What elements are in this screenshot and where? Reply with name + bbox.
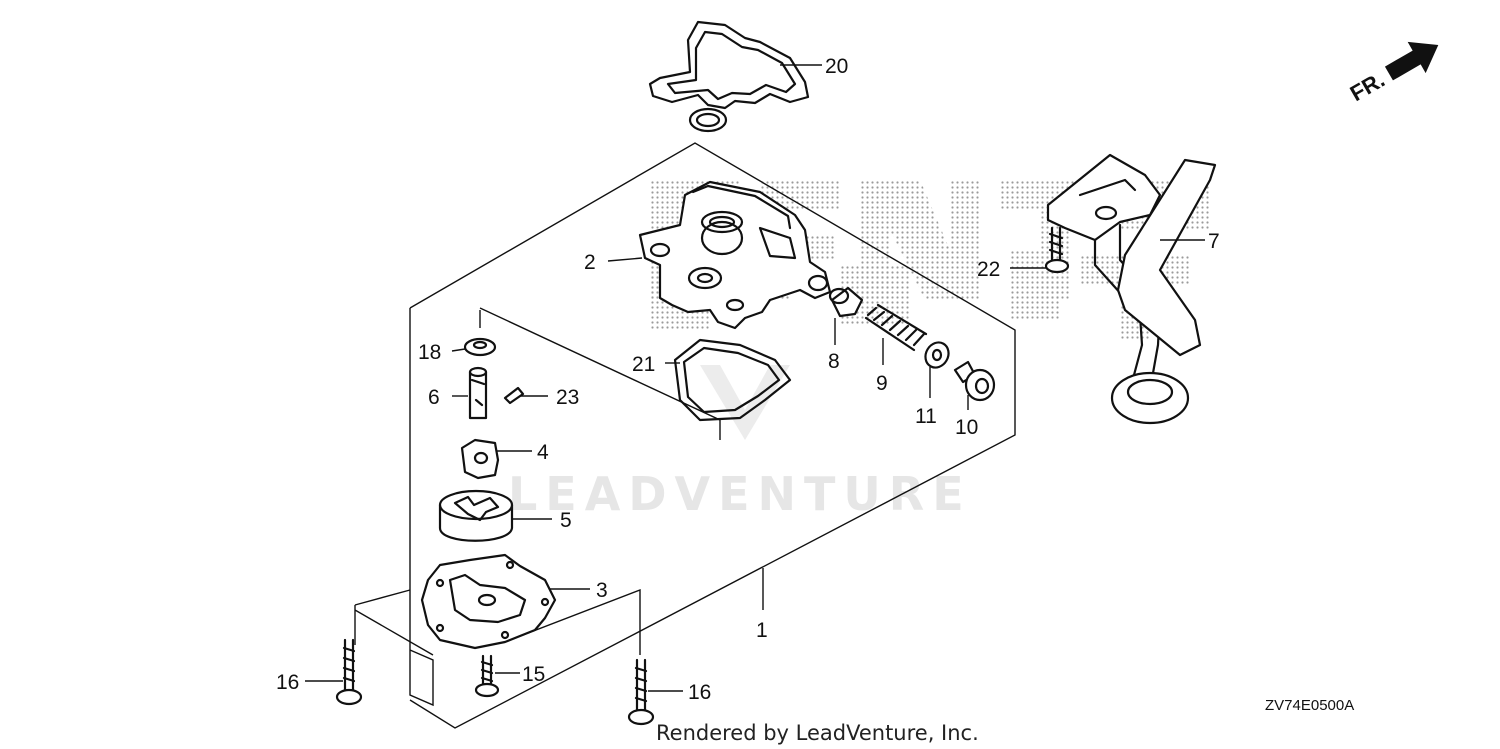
callout-16-right: 16 [688, 681, 711, 704]
spring-9 [864, 303, 928, 352]
washer-18 [463, 337, 497, 357]
pin-23 [503, 386, 525, 405]
callout-5: 5 [560, 509, 572, 532]
callout-10: 10 [955, 416, 978, 439]
front-label: FR. [1346, 67, 1389, 106]
oil-strainer-7 [1046, 153, 1217, 425]
pump-shaft-6 [468, 366, 488, 420]
callout-20: 20 [825, 55, 848, 78]
arrow-right-icon [1384, 41, 1439, 81]
inner-rotor-4 [460, 438, 500, 480]
relief-piston-8 [828, 286, 864, 318]
leader-lines [305, 64, 1205, 692]
bolt-22 [1044, 226, 1070, 274]
callout-4: 4 [537, 441, 549, 464]
pump-body-2 [638, 180, 832, 330]
logo-watermark: LEADVENTURE [508, 365, 972, 521]
gasket-top-20 [648, 20, 810, 133]
callout-22: 22 [977, 258, 1000, 281]
bolt-15 [474, 654, 500, 698]
callouts: 20 2 8 9 11 10 7 22 21 18 6 23 4 5 3 1 1… [276, 55, 1220, 704]
callout-6: 6 [428, 386, 440, 409]
callout-1: 1 [756, 619, 768, 642]
callout-21: 21 [632, 353, 655, 376]
washer-11 [924, 341, 950, 369]
watermark-text: LEADVENTURE [508, 467, 972, 521]
gasket-21 [673, 338, 792, 422]
callout-15: 15 [522, 663, 545, 686]
front-direction-indicator: FR. [1346, 41, 1439, 106]
outer-rotor-5 [438, 489, 514, 542]
callout-18: 18 [418, 341, 441, 364]
plug-bolt-10 [953, 360, 996, 402]
bolt-16-right [627, 658, 655, 726]
callout-11: 11 [915, 405, 937, 428]
render-credit: Rendered by LeadVenture, Inc. [656, 721, 979, 745]
callout-23: 23 [556, 386, 579, 409]
bolt-16-left [335, 638, 363, 706]
pump-cover-3 [420, 553, 557, 650]
callout-16-left: 16 [276, 671, 299, 694]
diagram-code: ZV74E0500A [1265, 697, 1354, 714]
callout-7: 7 [1208, 230, 1220, 253]
callout-8: 8 [828, 350, 840, 373]
callout-3: 3 [596, 579, 608, 602]
assembly-outline [354, 142, 1016, 729]
callout-9: 9 [876, 372, 888, 395]
callout-2: 2 [584, 251, 596, 274]
